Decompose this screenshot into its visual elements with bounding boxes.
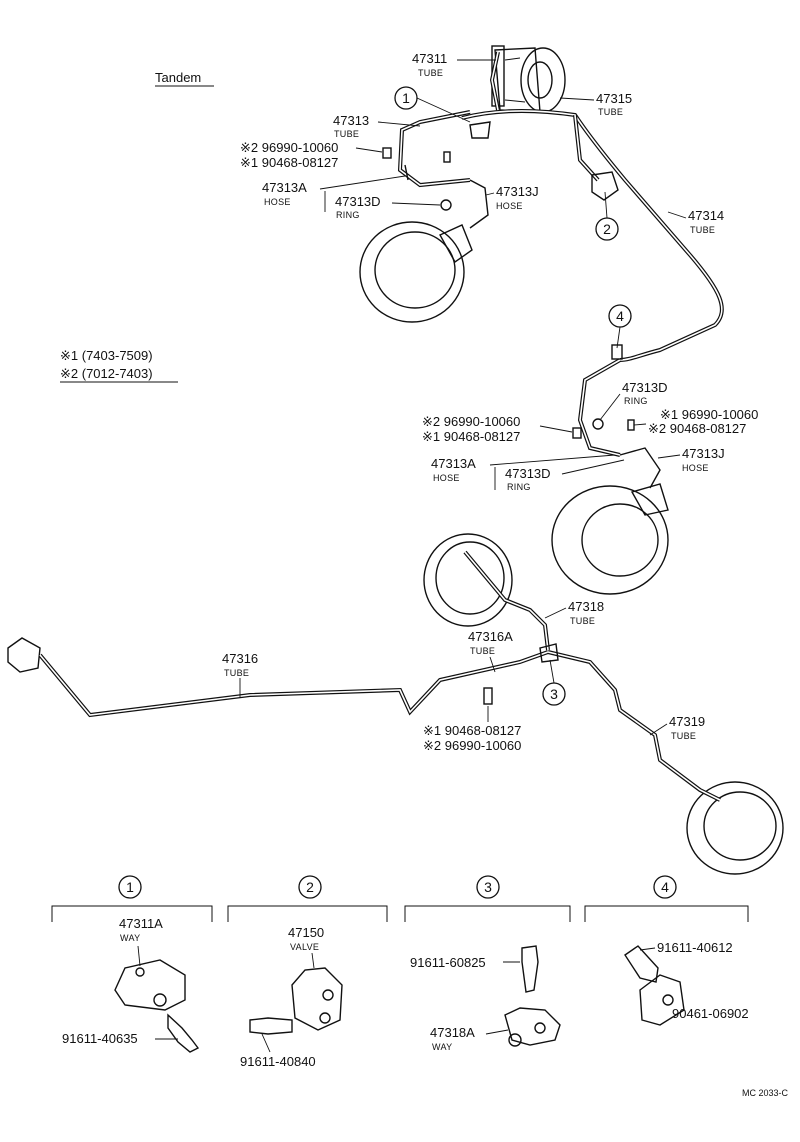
drawing-code: MC 2033-C bbox=[742, 1088, 789, 1098]
svg-text:1: 1 bbox=[402, 90, 410, 106]
svg-text:TUBE: TUBE bbox=[334, 129, 359, 139]
svg-text:2: 2 bbox=[306, 879, 314, 895]
svg-text:TUBE: TUBE bbox=[598, 107, 623, 117]
middle-brake-drum bbox=[551, 483, 669, 595]
svg-text:HOSE: HOSE bbox=[264, 197, 291, 207]
svg-text:WAY: WAY bbox=[432, 1042, 452, 1052]
detail-4-clamp: 90461-06902 bbox=[672, 1006, 749, 1021]
svg-text:47318A: 47318A bbox=[430, 1025, 475, 1040]
label-middle-47313A: 47313A HOSE bbox=[431, 454, 616, 490]
lower-left-brake-drum bbox=[423, 533, 513, 627]
svg-text:47314: 47314 bbox=[688, 208, 724, 223]
label-47318: 47318 TUBE bbox=[544, 599, 604, 626]
label-middle-47313D-ring: 47313D RING bbox=[505, 459, 625, 492]
detail-1-bolt: 91611-40635 bbox=[62, 1031, 138, 1046]
marker-2: 2 bbox=[595, 191, 619, 241]
svg-text:47316A: 47316A bbox=[468, 629, 513, 644]
label-upper-47313A: 47313A HOSE bbox=[262, 175, 406, 212]
label-47316A: 47316A TUBE bbox=[468, 629, 513, 673]
svg-text:47150: 47150 bbox=[288, 925, 324, 940]
svg-text:47313D: 47313D bbox=[335, 194, 381, 209]
svg-text:RING: RING bbox=[336, 210, 360, 220]
svg-text:TUBE: TUBE bbox=[418, 68, 443, 78]
svg-text:3: 3 bbox=[550, 686, 558, 702]
master-cylinder bbox=[491, 45, 566, 113]
svg-text:47311: 47311 bbox=[412, 51, 447, 66]
svg-text:47313D: 47313D bbox=[505, 466, 551, 481]
svg-text:※2 96990-10060: ※2 96990-10060 bbox=[423, 738, 521, 753]
svg-text:※1 90468-08127: ※1 90468-08127 bbox=[423, 723, 521, 738]
diagram-title: Tandem bbox=[155, 70, 201, 85]
svg-text:1: 1 bbox=[126, 879, 134, 895]
detail-panel-3: 3 91611-60825 47318A WAY bbox=[404, 875, 571, 1052]
svg-text:※2 90468-08127: ※2 90468-08127 bbox=[648, 421, 746, 436]
detail-panel-2: 2 47150 VALVE 91611-40840 bbox=[227, 875, 388, 1069]
legend-note-2: ※2 (7012-7403) bbox=[60, 366, 153, 381]
upper-bolt-labels: ※2 96990-10060 ※1 90468-08127 bbox=[240, 140, 383, 170]
detail-4-bolt: 91611-40612 bbox=[657, 940, 733, 955]
middle-bolt-labels-right: ※1 96990-10060 ※2 90468-08127 bbox=[633, 407, 758, 436]
label-47311: 47311 TUBE bbox=[412, 51, 496, 78]
svg-text:※1 90468-08127: ※1 90468-08127 bbox=[240, 155, 338, 170]
label-47316: 47316 TUBE bbox=[222, 651, 258, 698]
svg-text:47319: 47319 bbox=[669, 714, 705, 729]
svg-text:TUBE: TUBE bbox=[470, 646, 495, 656]
svg-text:4: 4 bbox=[616, 308, 624, 324]
middle-bolt-labels-left: ※2 96990-10060 ※1 90468-08127 bbox=[422, 414, 573, 444]
svg-text:RING: RING bbox=[624, 396, 648, 406]
svg-text:47313J: 47313J bbox=[682, 446, 725, 461]
svg-text:47313A: 47313A bbox=[431, 456, 476, 471]
lower-bolt-labels: ※1 90468-08127 ※2 96990-10060 bbox=[423, 706, 521, 753]
svg-text:47315: 47315 bbox=[596, 91, 632, 106]
legend-note-1: ※1 (7403-7509) bbox=[60, 348, 153, 363]
svg-text:※1 96990-10060: ※1 96990-10060 bbox=[660, 407, 758, 422]
marker-1: 1 bbox=[394, 86, 471, 123]
marker-4: 4 bbox=[608, 304, 632, 349]
svg-text:47318: 47318 bbox=[568, 599, 604, 614]
svg-text:RING: RING bbox=[507, 482, 531, 492]
svg-text:TUBE: TUBE bbox=[570, 616, 595, 626]
label-47319: 47319 TUBE bbox=[649, 714, 705, 741]
detail-panel-4: 4 91611-40612 90461-06902 bbox=[584, 875, 749, 1026]
middle-hoses bbox=[619, 447, 661, 489]
svg-text:2: 2 bbox=[603, 221, 611, 237]
brake-tubes bbox=[38, 51, 724, 802]
upper-brake-drum bbox=[359, 221, 473, 323]
upper-hoses bbox=[404, 164, 489, 229]
detail-panel-1: 1 47311A WAY 91611-40635 bbox=[51, 875, 213, 1053]
svg-text:HOSE: HOSE bbox=[433, 473, 460, 483]
svg-text:WAY: WAY bbox=[120, 933, 140, 943]
left-end-fitting bbox=[7, 637, 41, 673]
svg-text:47311A: 47311A bbox=[119, 916, 163, 931]
svg-text:47313D: 47313D bbox=[622, 380, 668, 395]
svg-text:※2 96990-10060: ※2 96990-10060 bbox=[240, 140, 338, 155]
label-47315: 47315 TUBE bbox=[559, 91, 632, 117]
svg-text:4: 4 bbox=[661, 879, 669, 895]
label-47314: 47314 TUBE bbox=[667, 208, 724, 235]
svg-text:TUBE: TUBE bbox=[690, 225, 715, 235]
svg-text:3: 3 bbox=[484, 879, 492, 895]
svg-text:HOSE: HOSE bbox=[496, 201, 523, 211]
detail-3-bolt: 91611-60825 bbox=[410, 955, 486, 970]
label-upper-47313J: 47313J HOSE bbox=[485, 184, 539, 211]
lower-right-brake-drum bbox=[686, 781, 784, 875]
svg-text:47313J: 47313J bbox=[496, 184, 539, 199]
svg-text:HOSE: HOSE bbox=[682, 463, 709, 473]
label-middle-47313D: 47313D RING bbox=[599, 380, 668, 421]
svg-text:※2 96990-10060: ※2 96990-10060 bbox=[422, 414, 520, 429]
svg-text:VALVE: VALVE bbox=[290, 942, 319, 952]
marker-3: 3 bbox=[542, 659, 566, 706]
svg-text:※1 90468-08127: ※1 90468-08127 bbox=[422, 429, 520, 444]
svg-text:TUBE: TUBE bbox=[671, 731, 696, 741]
svg-text:47313A: 47313A bbox=[262, 180, 307, 195]
label-47313: 47313 TUBE bbox=[333, 113, 421, 139]
svg-text:TUBE: TUBE bbox=[224, 668, 249, 678]
svg-text:47316: 47316 bbox=[222, 651, 258, 666]
label-middle-47313J: 47313J HOSE bbox=[657, 446, 725, 473]
label-upper-47313D: 47313D RING bbox=[335, 194, 441, 220]
fittings bbox=[382, 121, 635, 705]
svg-text:47313: 47313 bbox=[333, 113, 369, 128]
detail-2-bolt: 91611-40840 bbox=[240, 1054, 316, 1069]
